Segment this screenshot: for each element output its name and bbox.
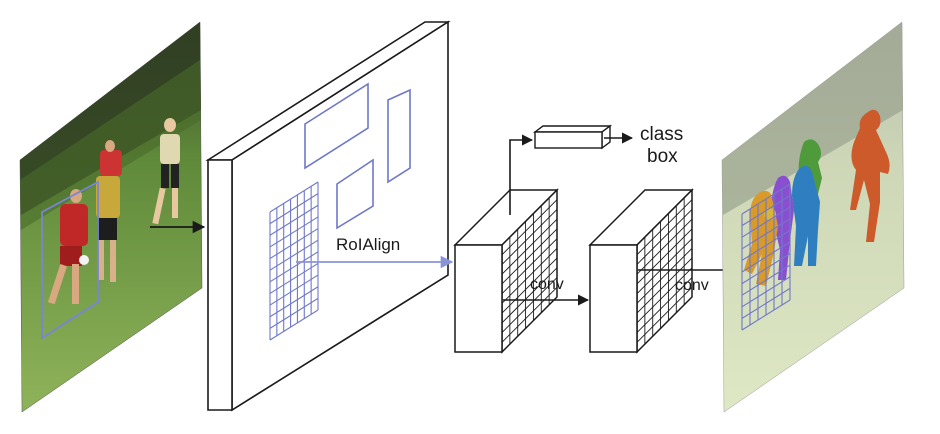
grid-line-horizontal bbox=[269, 309, 319, 341]
proposal-rect-3 bbox=[336, 158, 374, 230]
grid-line-horizontal bbox=[269, 297, 319, 329]
feature-map bbox=[205, 20, 451, 412]
conv-label-2: conv bbox=[675, 277, 709, 294]
grid-line-horizontal bbox=[501, 189, 558, 246]
grid-line-horizontal bbox=[269, 274, 319, 306]
arrow-to-head-fc bbox=[509, 134, 534, 215]
grid-line-horizontal bbox=[741, 218, 791, 250]
grid-line-horizontal bbox=[636, 248, 693, 304]
grid-line-horizontal bbox=[501, 238, 558, 294]
grid-line-horizontal bbox=[269, 193, 319, 225]
grid-line-horizontal bbox=[741, 264, 791, 296]
grid-line-horizontal bbox=[269, 239, 319, 271]
grid-line-horizontal bbox=[741, 229, 791, 261]
output-image bbox=[721, 21, 905, 413]
conv-label-1: conv bbox=[530, 276, 564, 293]
fc-layer bbox=[532, 124, 613, 150]
roi-feature-block-1 bbox=[453, 188, 559, 354]
grid-line-horizontal bbox=[741, 276, 791, 308]
class-label: class bbox=[640, 124, 683, 145]
grid-line-horizontal bbox=[501, 218, 558, 275]
grid-line-horizontal bbox=[741, 241, 791, 273]
grid-line-horizontal bbox=[501, 248, 558, 304]
grid-line-horizontal bbox=[741, 183, 791, 215]
grid-line-horizontal bbox=[501, 267, 558, 324]
grid-line-horizontal bbox=[741, 287, 791, 319]
output-roi-grid bbox=[741, 183, 791, 331]
grid-line-horizontal bbox=[636, 238, 693, 294]
grid-line-horizontal bbox=[636, 257, 693, 314]
grid-line-horizontal bbox=[501, 228, 558, 285]
mask-person-purple bbox=[771, 175, 794, 280]
grid-line-horizontal bbox=[636, 296, 693, 353]
grid-line-horizontal bbox=[501, 286, 558, 343]
grid-line-horizontal bbox=[501, 209, 558, 265]
grid-line-horizontal bbox=[636, 209, 693, 265]
proposal-rect-2 bbox=[387, 88, 411, 184]
roialign-label: RoIAlign bbox=[336, 235, 400, 254]
input-image bbox=[19, 21, 203, 413]
grid-line-horizontal bbox=[269, 251, 319, 283]
grid-line-horizontal bbox=[741, 195, 791, 227]
grid-line-horizontal bbox=[636, 286, 693, 343]
players bbox=[47, 118, 180, 305]
grid-line-horizontal bbox=[501, 199, 558, 256]
instance-masks bbox=[744, 109, 890, 286]
grid-line-horizontal bbox=[501, 257, 558, 314]
proposal-rect-1 bbox=[304, 82, 369, 170]
grid-line-horizontal bbox=[269, 228, 319, 260]
grid-line-horizontal bbox=[741, 206, 791, 238]
grid-line-horizontal bbox=[269, 204, 319, 236]
box-label: box bbox=[647, 146, 678, 167]
grid-line-horizontal bbox=[741, 253, 791, 285]
grid-line-horizontal bbox=[636, 199, 693, 256]
grid-line-horizontal bbox=[741, 299, 791, 331]
mask-person-blue bbox=[792, 165, 820, 266]
grid-line-horizontal bbox=[636, 228, 693, 285]
grid-line-horizontal bbox=[636, 277, 693, 333]
roi-feature-block-2 bbox=[588, 188, 694, 354]
grid-line-horizontal bbox=[269, 181, 319, 213]
grid-line-horizontal bbox=[501, 277, 558, 333]
grid-line-horizontal bbox=[636, 189, 693, 246]
grid-line-horizontal bbox=[636, 267, 693, 324]
mask-ball bbox=[764, 208, 776, 220]
grid-line-horizontal bbox=[501, 296, 558, 353]
grid-line-horizontal bbox=[636, 218, 693, 275]
mask-person-red bbox=[850, 109, 890, 242]
detection-box bbox=[41, 180, 99, 340]
roi-grid bbox=[269, 181, 319, 341]
grid-line-horizontal bbox=[269, 286, 319, 318]
grid-line-horizontal bbox=[269, 262, 319, 294]
grid-line-horizontal bbox=[269, 216, 319, 248]
